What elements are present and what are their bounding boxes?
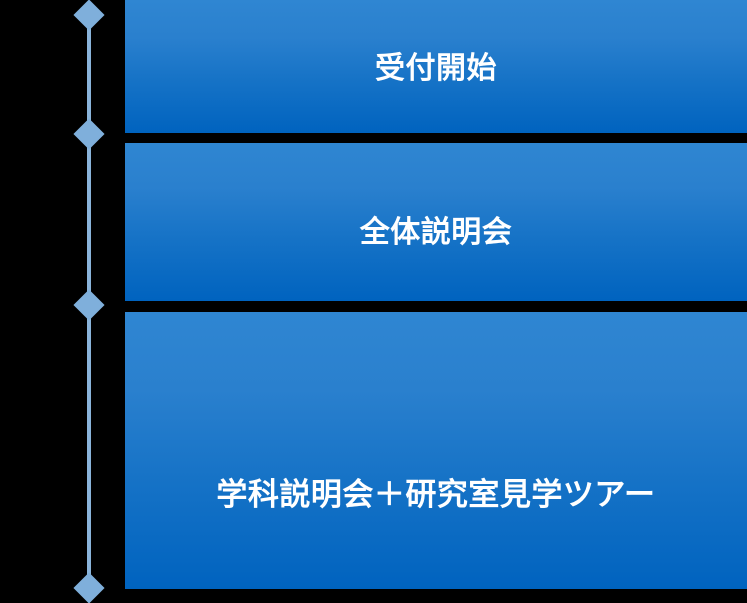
- timeline-marker-diamond-2: [73, 118, 105, 150]
- timeline-event-bar-general-briefing: 全体説明会: [125, 143, 747, 301]
- timeline-event-bar-reception-start: 受付開始: [125, 0, 747, 133]
- timeline-axis: [0, 0, 125, 603]
- timeline-event-label: 受付開始: [375, 51, 497, 85]
- timeline-event-label: 全体説明会: [359, 216, 513, 249]
- timeline-event-label: 学科説明会＋研究室見学ツアー: [216, 476, 656, 512]
- timeline-event-bar-department-briefing-lab-tour: 学科説明会＋研究室見学ツアー: [125, 312, 747, 589]
- timeline-marker-diamond-1: [73, 0, 105, 31]
- timeline-marker-diamond-3: [73, 289, 105, 321]
- timeline-marker-diamond-4: [73, 572, 105, 603]
